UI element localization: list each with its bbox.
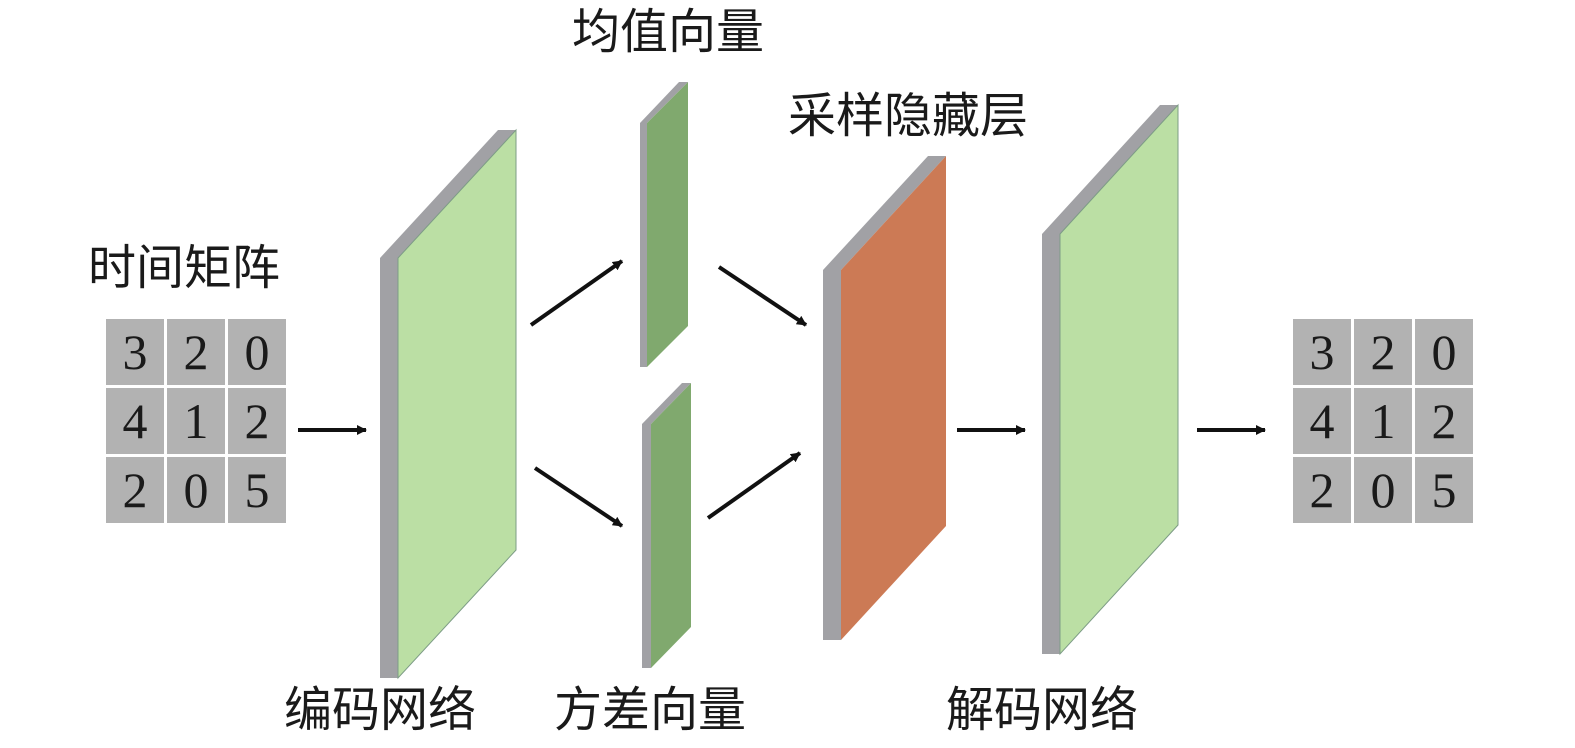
matrix-cell: 0 (167, 457, 225, 523)
decoder-layer (1042, 103, 1179, 656)
matrix-cell: 0 (1415, 319, 1473, 385)
matrix-cell: 3 (106, 319, 164, 385)
decoder-layer-face (1059, 103, 1179, 656)
sample-hidden-layer (823, 156, 946, 640)
matrix-cell: 2 (167, 319, 225, 385)
matrix-cell: 2 (1354, 319, 1412, 385)
arrow-variance-to-sample (706, 451, 802, 520)
encoder-layer-face (397, 128, 517, 680)
sample-hidden-side (823, 270, 841, 640)
variance-vector-label: 方差向量 (554, 682, 747, 738)
mean-vector-top (640, 82, 688, 123)
mean-vector-side (640, 123, 647, 367)
matrix-cell: 3 (1293, 319, 1351, 385)
matrix-cell: 4 (106, 388, 164, 454)
decoder-layer-side (1042, 234, 1060, 654)
arrow-mean-to-sample (717, 265, 808, 327)
matrix-cell: 5 (1415, 457, 1473, 523)
sample-hidden-face (841, 156, 946, 640)
encoder-layer-side (380, 258, 398, 678)
decoder-network-label: 解码网络 (946, 682, 1139, 738)
sample-hidden-layer-label: 采样隐藏层 (788, 88, 1029, 144)
variance-vector-layer (642, 383, 691, 668)
matrix-cell: 2 (1415, 388, 1473, 454)
arrow-encoder-to-variance (533, 466, 624, 528)
output-time-matrix: 3 2 0 4 1 2 2 0 5 (1293, 319, 1473, 523)
input-time-matrix: 3 2 0 4 1 2 2 0 5 (106, 319, 286, 523)
encoder-layer (380, 128, 517, 680)
encoder-network-label: 编码网络 (284, 682, 477, 738)
matrix-cell: 1 (167, 388, 225, 454)
mean-vector-face (647, 82, 688, 367)
mean-vector-label: 均值向量 (572, 4, 765, 60)
encoder-layer-top (380, 130, 516, 258)
variance-vector-face (651, 383, 691, 668)
matrix-cell: 4 (1293, 388, 1351, 454)
time-matrix-label: 时间矩阵 (88, 240, 281, 296)
arrow-encoder-to-mean (529, 259, 624, 327)
matrix-cell: 5 (228, 457, 286, 523)
decoder-layer-top (1042, 105, 1178, 234)
variance-vector-top (642, 383, 691, 424)
matrix-cell: 2 (228, 388, 286, 454)
matrix-cell: 1 (1354, 388, 1412, 454)
sample-hidden-top (823, 156, 946, 270)
matrix-cell: 2 (106, 457, 164, 523)
matrix-cell: 0 (228, 319, 286, 385)
matrix-cell: 2 (1293, 457, 1351, 523)
variance-vector-side (642, 424, 651, 668)
mean-vector-layer (640, 82, 688, 367)
matrix-cell: 0 (1354, 457, 1412, 523)
